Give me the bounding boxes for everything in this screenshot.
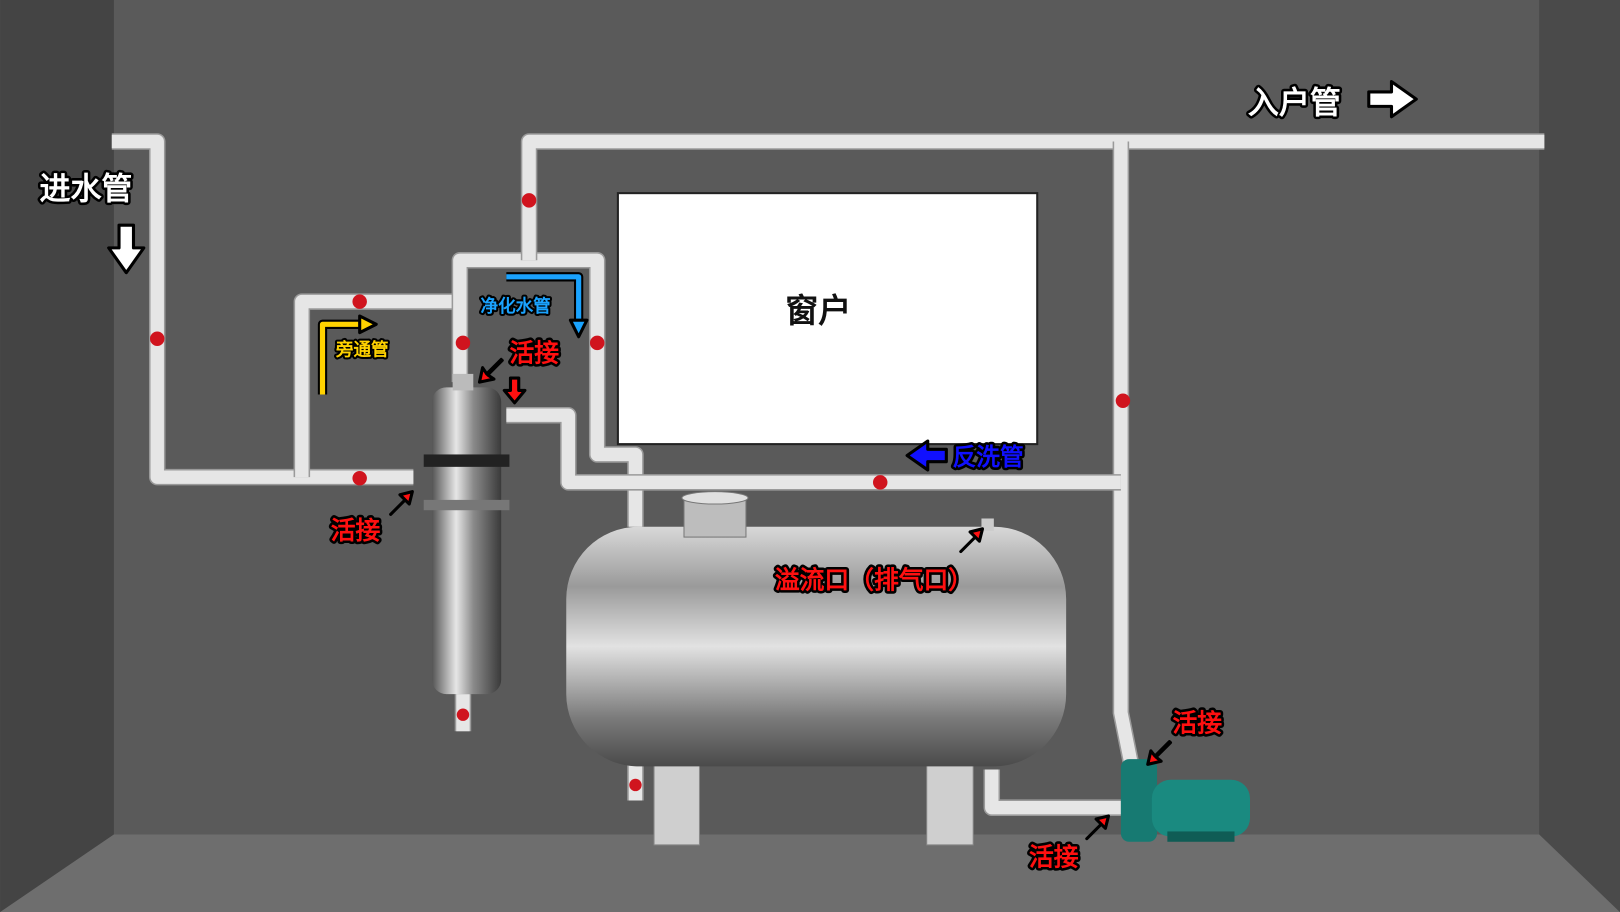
bypass-arrow-icon [358, 314, 378, 335]
union-arrow-icon [1085, 814, 1111, 841]
arrows [107, 80, 1418, 841]
right-wall [1539, 0, 1620, 912]
valve-icon[interactable] [352, 470, 367, 486]
union-label: 活接 [1173, 708, 1223, 737]
window-label: 窗户 [785, 291, 851, 330]
overflow-arrow-icon [959, 527, 985, 554]
valves [150, 193, 1131, 792]
valve-icon[interactable] [629, 778, 642, 792]
backwash-pipe-label: 反洗管 [953, 443, 1024, 471]
union-label: 活接 [331, 516, 381, 545]
valve-icon[interactable] [455, 335, 471, 351]
valve-icon[interactable] [456, 708, 470, 721]
floor [0, 834, 1620, 912]
filter-cylinder [423, 373, 510, 695]
valve-icon[interactable] [1115, 393, 1131, 408]
overflow-label: 溢流口（排气口） [775, 566, 973, 595]
valve-icon[interactable] [521, 193, 537, 208]
purified-arrow-icon [568, 318, 589, 339]
valve-icon[interactable] [352, 294, 367, 309]
valve-icon[interactable] [590, 335, 605, 351]
union-label: 活接 [1029, 843, 1079, 872]
union-label: 活接 [509, 338, 559, 367]
valve-icon[interactable] [873, 475, 888, 490]
inlet-pipe-label: 进水管 [39, 171, 132, 207]
backwash-arrow-icon [905, 439, 948, 472]
valve-icon[interactable] [150, 331, 165, 347]
arrow-down-icon [107, 223, 146, 275]
house-pipe-label: 入户管 [1248, 86, 1341, 122]
union-arrow-icon [1146, 740, 1173, 766]
purified-pipe-label: 净化水管 [481, 296, 551, 317]
union-arrow-icon [477, 357, 504, 384]
union-arrow-icon [389, 490, 414, 516]
left-wall [0, 0, 114, 912]
window [616, 192, 1039, 446]
storage-tank [566, 491, 1067, 846]
union-arrow-icon [502, 376, 527, 405]
bypass-pipe-label: 旁通管 [335, 339, 389, 360]
pump [1120, 759, 1250, 842]
arrow-right-icon [1367, 80, 1418, 119]
